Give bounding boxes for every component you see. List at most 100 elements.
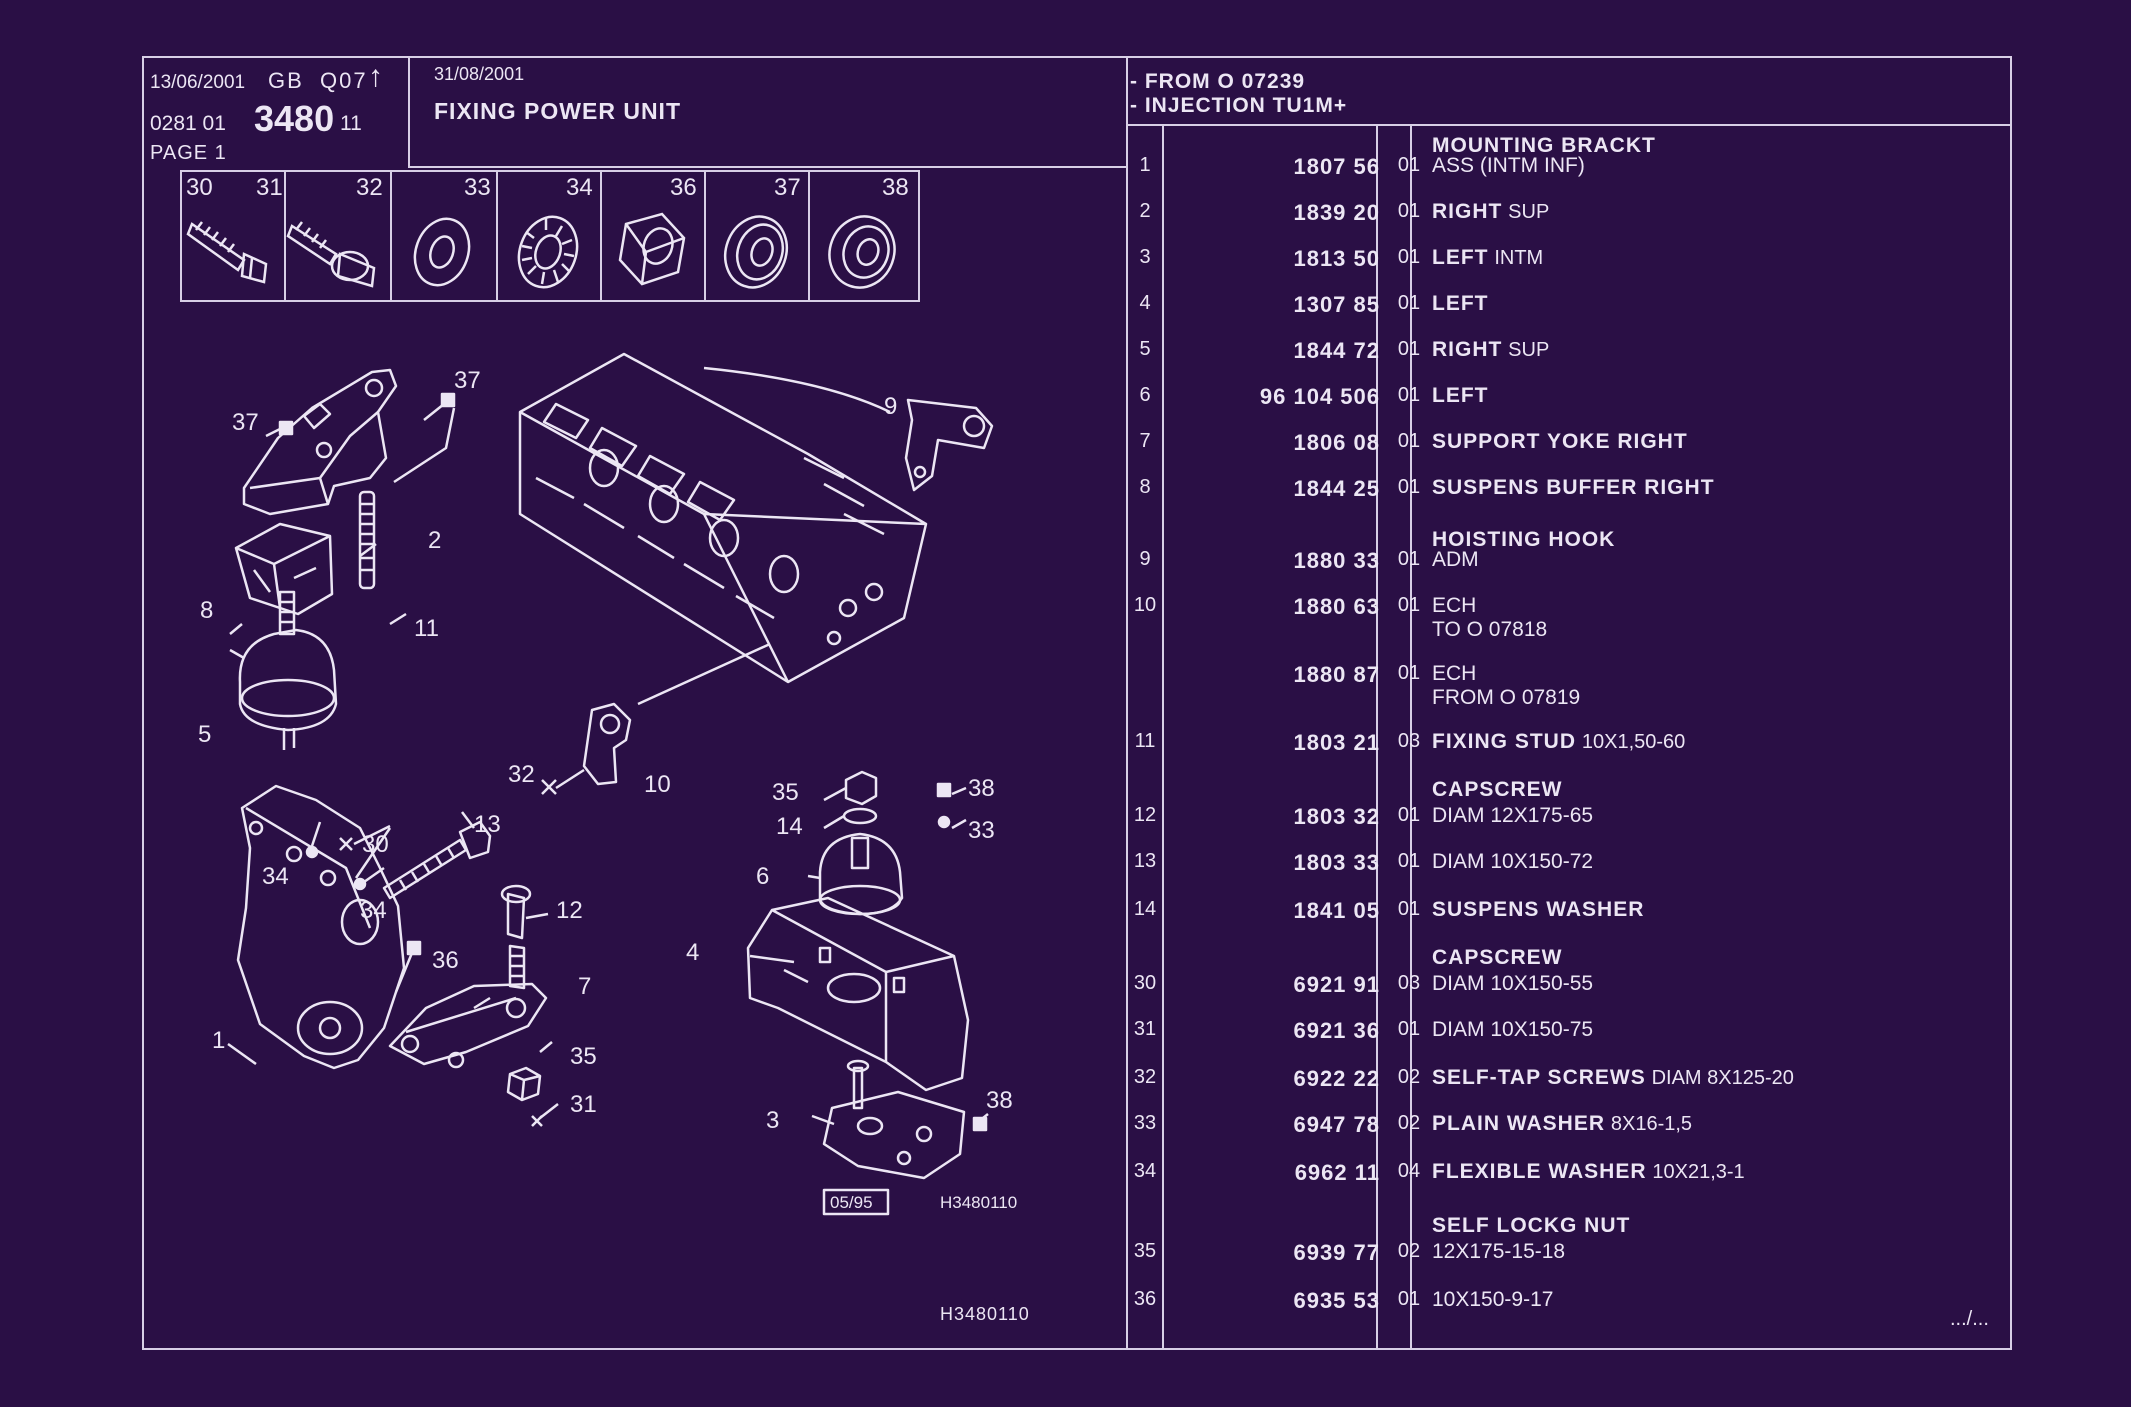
from-line: - FROM O 07239 <box>1130 70 1306 93</box>
part-ref: 1880 63 <box>1293 594 1380 619</box>
callout-36: 36 <box>432 947 459 974</box>
part-desc: DIAM 10X150-75 <box>1432 1018 1594 1041</box>
callout-7: 7 <box>578 973 591 1000</box>
lock-nut-icon <box>618 212 686 286</box>
diagram-date: 05/95 <box>830 1193 873 1212</box>
callout-8: 8 <box>200 597 213 624</box>
ref-prefix: 0281 01 <box>150 112 226 135</box>
page-title: FIXING POWER UNIT <box>434 98 681 124</box>
callout-1: 1 <box>212 1027 225 1054</box>
part-ref: 1803 32 <box>1293 804 1380 829</box>
callout-14: 14 <box>776 813 803 840</box>
part-ref: 6935 53 <box>1293 1288 1380 1313</box>
issue-date: 13/06/2001 <box>150 72 246 93</box>
thumb-34[interactable]: 34 <box>496 172 602 300</box>
thumb-num: 38 <box>882 174 909 201</box>
part-heading: CAPSCREW <box>1432 946 1563 969</box>
part-heading: CAPSCREW <box>1432 778 1563 801</box>
part-index: 34 <box>1133 1160 1157 1182</box>
callout-13: 13 <box>474 811 501 838</box>
callout-33: 33 <box>968 817 995 844</box>
part-qty: 01 <box>1397 154 1421 176</box>
part-label: RIGHT SUP <box>1432 200 1550 223</box>
injection-line: - INJECTION TU1M+ <box>1130 94 1348 117</box>
part-qty: 01 <box>1397 338 1421 360</box>
divider-idx-col <box>1162 124 1164 1348</box>
capscrew-13-drawing <box>382 820 492 900</box>
part-heading: MOUNTING BRACKT <box>1432 134 1656 157</box>
buffer-8-drawing <box>234 522 334 616</box>
callout-32: 32 <box>508 761 535 788</box>
callout-30: 30 <box>362 831 389 858</box>
part-index: 6 <box>1139 384 1151 406</box>
part-qty: 01 <box>1397 594 1421 616</box>
hoisting-hook-9-drawing <box>703 366 994 492</box>
part-label: LEFT INTM <box>1432 246 1544 269</box>
callout-6: 6 <box>756 863 769 890</box>
continues-marker[interactable]: .../... <box>1950 1308 1989 1330</box>
part-desc: ASS (INTM INF) <box>1432 154 1585 177</box>
callout-38b: 38 <box>986 1087 1013 1114</box>
part-index: 2 <box>1139 200 1151 222</box>
part-ref: 1803 33 <box>1293 850 1380 875</box>
yoke-7-drawing <box>388 982 548 1069</box>
part-ref: 1841 05 <box>1293 898 1380 923</box>
part-index: 30 <box>1133 972 1157 994</box>
thumb-38[interactable]: 38 <box>808 172 918 300</box>
cylinder-head-drawing <box>518 352 928 684</box>
part-qty: 01 <box>1397 548 1421 570</box>
thumb-33[interactable]: 33 <box>390 172 498 300</box>
part-ref: 1813 50 <box>1293 246 1380 271</box>
part-heading: SELF LOCKG NUT <box>1432 1214 1631 1237</box>
thumb-30-31[interactable]: 30 31 <box>182 172 286 300</box>
part-desc: ECH <box>1432 662 1477 685</box>
lang-version: GB Q07 <box>268 68 368 94</box>
part-label: SELF-TAP SCREWS DIAM 8X125-20 <box>1432 1066 1794 1089</box>
part-desc: ADM <box>1432 548 1479 571</box>
part-qty: 01 <box>1397 292 1421 314</box>
part-note: FROM O 07819 <box>1432 686 1581 709</box>
part-ref: 6922 22 <box>1293 1066 1380 1091</box>
hardware-thumbnails: 30 31 32 3 <box>180 170 920 302</box>
part-index: 32 <box>1133 1066 1157 1088</box>
ref-suffix: 11 <box>340 112 362 135</box>
part-ref: 6939 77 <box>1293 1240 1380 1265</box>
part-index: 36 <box>1133 1288 1157 1310</box>
part-index: 11 <box>1134 730 1156 752</box>
thumb-num: 33 <box>464 174 491 201</box>
toothed-washer-icon <box>723 215 789 289</box>
part-qty: 01 <box>1397 1018 1421 1040</box>
stud-11-drawing <box>358 490 376 590</box>
part-qty: 01 <box>1397 246 1421 268</box>
divider-label-col <box>1410 124 1412 1348</box>
part-label: LEFT <box>1432 384 1489 407</box>
part-desc: 12X175-15-18 <box>1432 1240 1566 1263</box>
thumb-37[interactable]: 37 <box>704 172 810 300</box>
page-number: PAGE 1 <box>150 142 227 164</box>
version-code: Q07 <box>320 68 368 93</box>
update-date: 31/08/2001 <box>434 64 525 84</box>
part-ref: 6921 36 <box>1293 1018 1380 1043</box>
part-qty: 01 <box>1397 1288 1421 1310</box>
part-qty: 02 <box>1397 1240 1421 1262</box>
buffer-5-drawing <box>238 590 338 750</box>
callout-labels: 37 37 2 9 8 11 5 32 10 30 13 34 34 12 36… <box>198 367 1013 1134</box>
hoisting-hook-10-drawing <box>541 642 771 795</box>
thumb-num: 32 <box>356 174 383 201</box>
part-index: 5 <box>1139 338 1151 360</box>
part-heading: HOISTING HOOK <box>1432 528 1616 551</box>
flexible-washer-icon <box>517 215 579 289</box>
callout-5: 5 <box>198 721 211 748</box>
callout-37b: 37 <box>454 367 481 394</box>
thumb-36[interactable]: 36 <box>600 172 706 300</box>
part-qty: 01 <box>1397 804 1421 826</box>
part-ref: 1806 08 <box>1293 430 1380 455</box>
ref-main: 3480 <box>254 98 335 139</box>
part-ref: 6947 78 <box>1293 1112 1380 1137</box>
nut-35-left-drawing <box>506 1066 542 1102</box>
part-qty: 01 <box>1397 898 1421 920</box>
part-desc: ECH <box>1432 594 1477 617</box>
thumb-32[interactable]: 32 <box>284 172 392 300</box>
divider-qty-col <box>1376 124 1378 1348</box>
part-index: 1 <box>1139 154 1151 176</box>
